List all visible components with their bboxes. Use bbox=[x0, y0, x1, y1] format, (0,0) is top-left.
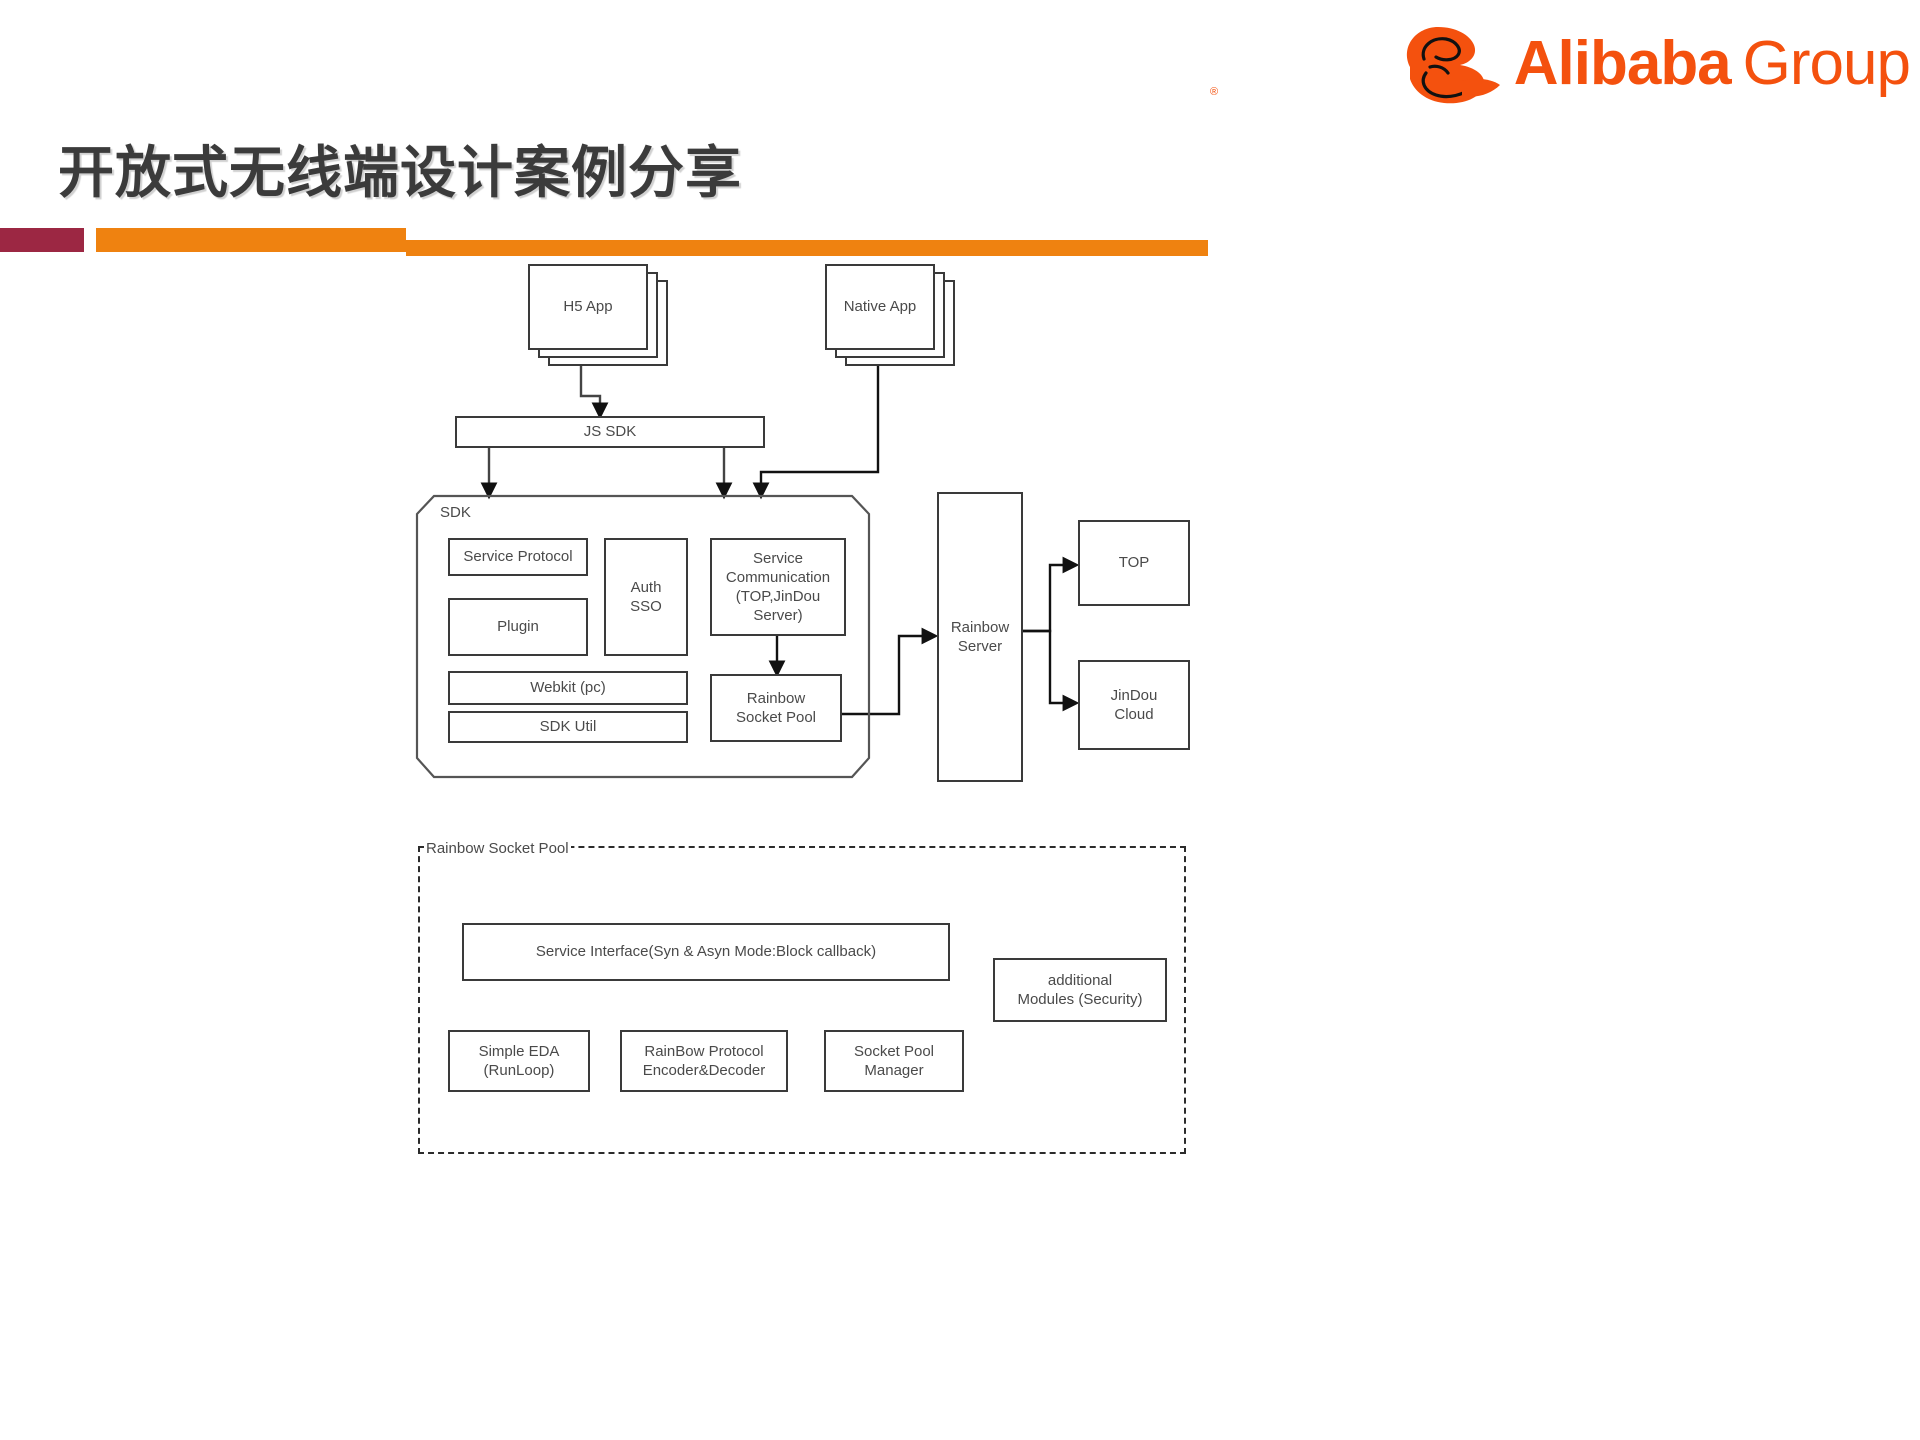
node-h5-app[interactable]: H5 App bbox=[528, 264, 648, 350]
node-service-protocol[interactable]: Service Protocol bbox=[448, 538, 588, 576]
architecture-diagram: H5 App Native App JS SDK SDK Service Pro… bbox=[0, 256, 1920, 1440]
node-additional-modules[interactable]: additional Modules (Security) bbox=[993, 958, 1167, 1022]
sdk-container-label: SDK bbox=[440, 504, 471, 521]
diagram-connectors bbox=[415, 358, 1080, 779]
node-webkit-pc[interactable]: Webkit (pc) bbox=[448, 671, 688, 705]
accent-bar-dark bbox=[0, 228, 84, 252]
node-service-communication[interactable]: Service Communication (TOP,JinDou Server… bbox=[710, 538, 846, 636]
page-title: 开放式无线端设计案例分享 bbox=[58, 141, 742, 204]
node-service-interface[interactable]: Service Interface(Syn & Asyn Mode:Block … bbox=[462, 923, 950, 981]
node-sdk-util[interactable]: SDK Util bbox=[448, 711, 688, 743]
alibaba-logo-text: Alibaba Group bbox=[1513, 29, 1911, 98]
node-native-app[interactable]: Native App bbox=[825, 264, 935, 350]
node-socket-pool-manager[interactable]: Socket Pool Manager bbox=[824, 1030, 964, 1092]
registered-trademark-icon: ® bbox=[1210, 86, 1219, 98]
node-simple-eda[interactable]: Simple EDA (RunLoop) bbox=[448, 1030, 590, 1092]
logo-group-word: Group bbox=[1742, 29, 1911, 98]
node-top[interactable]: TOP bbox=[1078, 520, 1190, 606]
alibaba-group-logo: Alibaba Group bbox=[1090, 18, 1911, 110]
logo-brand-word: Alibaba bbox=[1513, 29, 1732, 98]
alibaba-logo-mark-icon bbox=[1390, 21, 1508, 107]
accent-bar-orange-right bbox=[406, 240, 1208, 256]
node-jindou-cloud[interactable]: JinDou Cloud bbox=[1078, 660, 1190, 750]
node-rainbow-server[interactable]: Rainbow Server bbox=[937, 492, 1023, 782]
node-rainbow-protocol[interactable]: RainBow Protocol Encoder&Decoder bbox=[620, 1030, 788, 1092]
node-js-sdk[interactable]: JS SDK bbox=[455, 416, 765, 448]
rainbow-socket-pool-container-label: Rainbow Socket Pool bbox=[424, 840, 571, 857]
rainbow-socket-pool-container bbox=[418, 846, 1186, 1154]
node-rainbow-socket-pool[interactable]: Rainbow Socket Pool bbox=[710, 674, 842, 742]
accent-bar-orange-left bbox=[96, 228, 406, 252]
node-plugin[interactable]: Plugin bbox=[448, 598, 588, 656]
node-auth-sso[interactable]: Auth SSO bbox=[604, 538, 688, 656]
